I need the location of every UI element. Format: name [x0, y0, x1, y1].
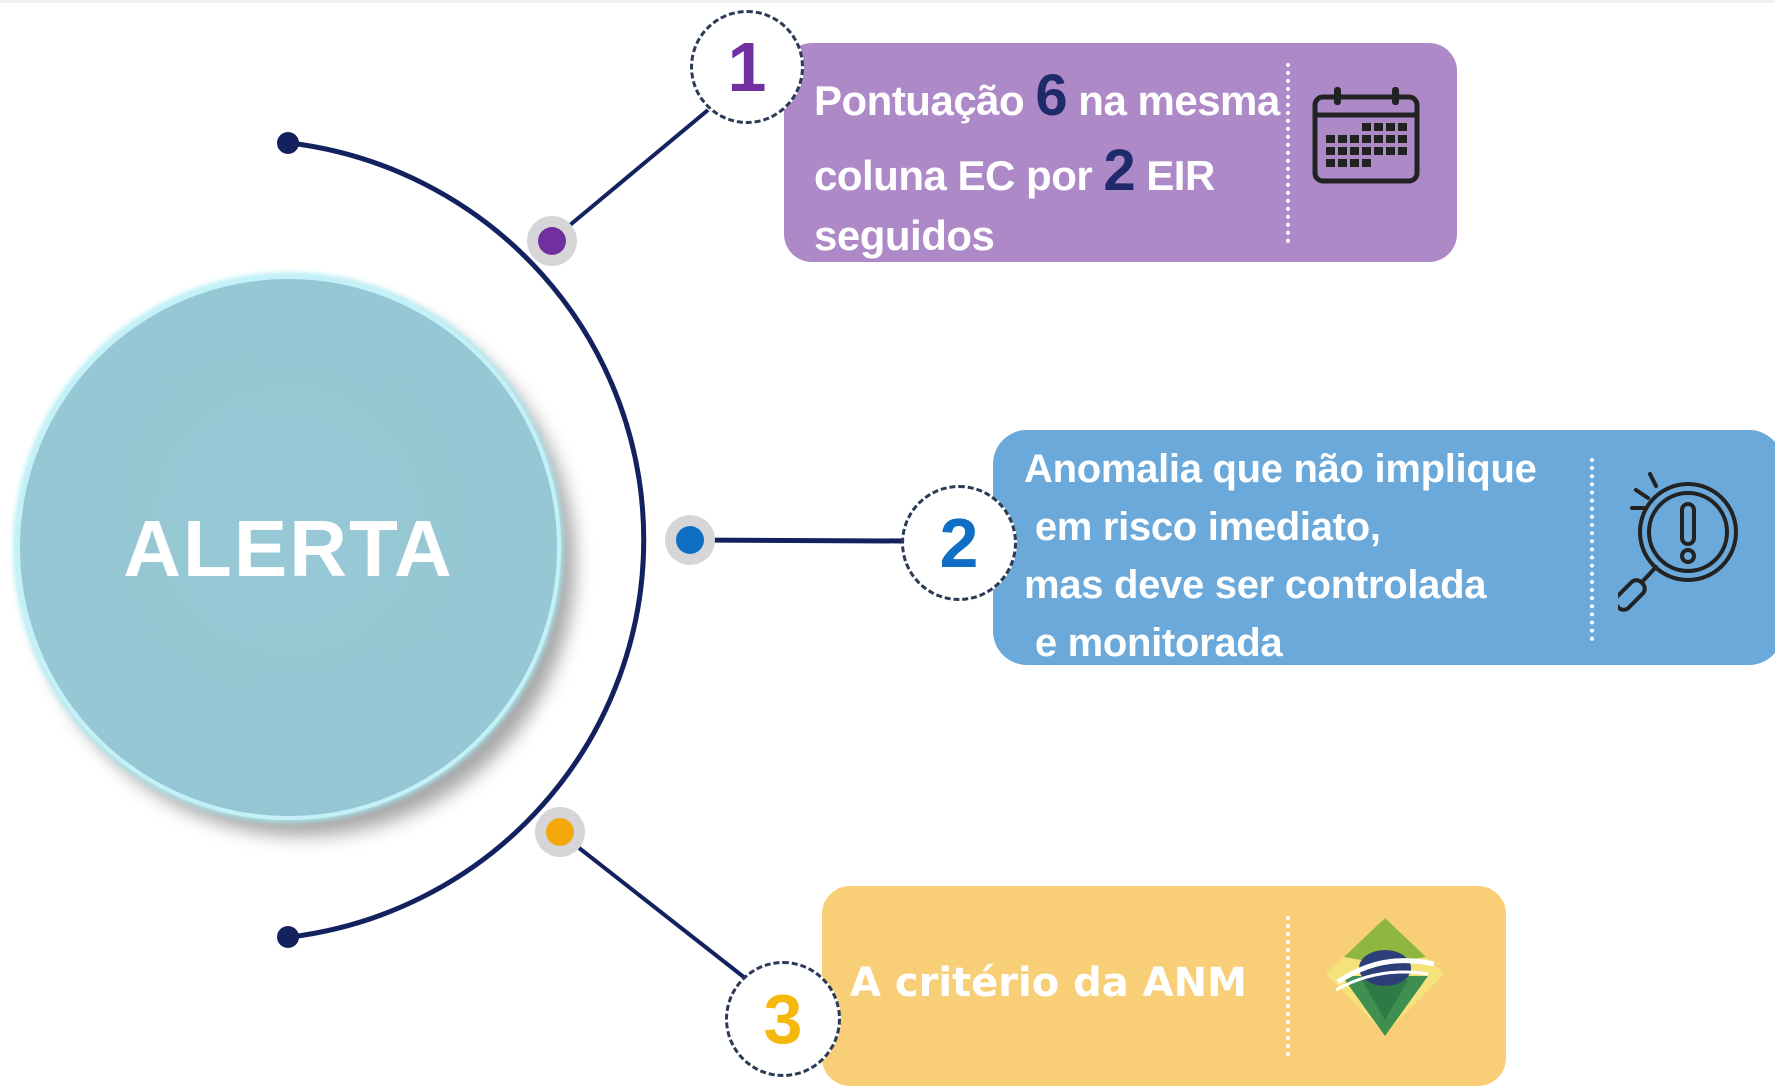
arc-end-bottom	[277, 926, 299, 948]
item-1-number: 1	[690, 10, 804, 124]
node-3-dot	[546, 818, 574, 846]
connector-line-3	[558, 831, 747, 980]
item-3-text: A critério da ANM	[850, 960, 1247, 1006]
item-1-divider	[1286, 63, 1290, 243]
alerta-circle: ALERTA	[16, 275, 561, 820]
connector-line-1	[550, 108, 710, 242]
alerta-label: ALERTA	[123, 503, 454, 593]
item-3-divider	[1286, 916, 1290, 1056]
arc-path	[289, 140, 647, 940]
node-1-dot	[538, 227, 566, 255]
item-2-number: 2	[901, 485, 1017, 601]
top-rule	[0, 0, 1775, 3]
calendar-icon	[1312, 87, 1420, 184]
node-2-dot	[676, 526, 704, 554]
item-1-text: Pontuação 6 na mesma coluna EC por 2 EIR…	[814, 63, 1280, 259]
item-2-text: Anomalia que não implique em risco imedi…	[1024, 447, 1537, 665]
item-2-divider	[1590, 458, 1594, 641]
item-2-box: Anomalia que não implique em risco imedi…	[993, 430, 1775, 665]
item-3-box: A critério da ANM	[822, 886, 1506, 1086]
item-1-box: Pontuação 6 na mesma coluna EC por 2 EIR…	[784, 43, 1457, 262]
magnifier-alert-icon	[1618, 472, 1738, 612]
anm-logo-icon	[1326, 918, 1444, 1036]
connector-line-2	[689, 537, 904, 544]
arc-end-top	[277, 132, 299, 154]
item-3-number: 3	[725, 961, 841, 1077]
